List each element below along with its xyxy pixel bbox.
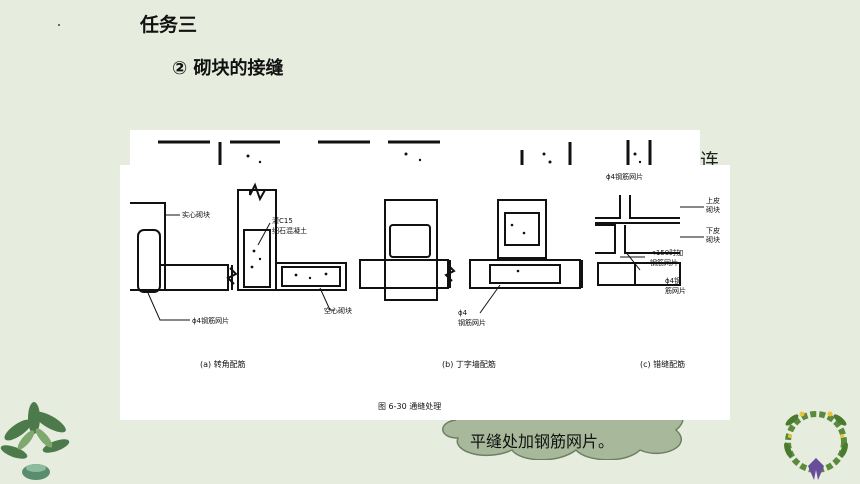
label-lower-block-1: 下皮 <box>706 226 720 235</box>
plant-decoration-icon <box>0 402 70 480</box>
label-hollow-block: 空心砌块 <box>324 306 352 315</box>
caption-a: (a) 转角配筋 <box>200 359 246 369</box>
wreath-decoration-icon <box>784 411 848 480</box>
label-mesh-b2: 钢筋网片 <box>458 318 486 327</box>
caption-c: (c) 错缝配筋 <box>640 359 685 369</box>
label-lt150-1: <150时加 <box>650 248 683 257</box>
label-upper-block-2: 砌块 <box>706 205 720 214</box>
figure-caption: 图 6-30 通缝处理 <box>378 401 441 411</box>
label-lt150-2: 钢筋网片 <box>650 258 678 267</box>
label-mesh-b1: ϕ4 <box>458 309 468 317</box>
caption-b: (b) 丁字墙配筋 <box>442 359 496 369</box>
figure-top-drawing <box>158 140 652 170</box>
page-title: 任务三 <box>140 14 198 36</box>
label-upper-block-1: 上皮 <box>706 196 720 205</box>
label-mesh-c2-1: ϕ4钢 <box>665 276 681 285</box>
label-mesh-c: ϕ4钢筋网片 <box>606 172 643 181</box>
figure-drawing: 实心砌块 ϕ4钢筋网片 灌C15 细石混凝土 空心砌块 ϕ4 钢筋网片 ϕ4钢筋… <box>130 172 720 411</box>
label-mesh-c2-2: 筋网片 <box>665 286 686 295</box>
cloud-callout-text: 平缝处加钢筋网片。 <box>470 432 615 451</box>
label-grout: 灌C15 <box>272 216 293 225</box>
label-lower-block-2: 砌块 <box>706 235 720 244</box>
label-solid-block: 实心砌块 <box>182 210 210 219</box>
decorative-dot <box>58 24 60 26</box>
label-grout-2: 细石混凝土 <box>272 226 307 235</box>
joint-treatment-figure: 实心砌块 ϕ4钢筋网片 灌C15 细石混凝土 空心砌块 ϕ4 钢筋网片 ϕ4钢筋… <box>120 165 730 420</box>
label-mesh-a: ϕ4钢筋网片 <box>192 316 229 325</box>
section-subtitle: ② 砌块的接缝 <box>172 58 284 79</box>
